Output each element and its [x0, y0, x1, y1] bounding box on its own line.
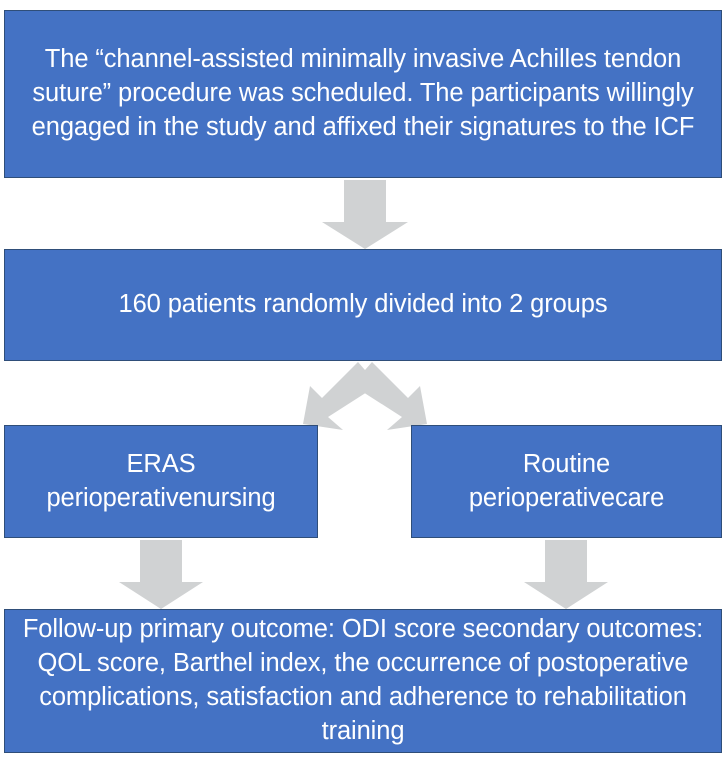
- flow-node-randomization: 160 patients randomly divided into 2 gro…: [4, 249, 722, 361]
- flow-node-group-eras: ERAS perioperativenursing: [4, 425, 318, 538]
- down-arrow-icon-enrollment-to-randomization: [322, 180, 408, 249]
- flow-node-group-eras-label: ERAS perioperativenursing: [46, 449, 276, 512]
- flow-node-group-routine: Routine perioperativecare: [411, 425, 722, 538]
- flow-node-outcomes-label: Follow-up primary outcome: ODI score sec…: [22, 615, 704, 745]
- down-arrow-icon-routine-to-outcomes: [524, 540, 608, 609]
- flow-node-group-routine-label: Routine perioperativecare: [468, 449, 665, 512]
- diagonal-down-left-arrow-icon-randomization-to-eras: [303, 362, 378, 430]
- flow-node-outcomes: Follow-up primary outcome: ODI score sec…: [4, 609, 722, 753]
- flow-node-enrollment: The “channel-assisted minimally invasive…: [4, 10, 722, 178]
- flow-node-randomization-label: 160 patients randomly divided into 2 gro…: [118, 290, 608, 319]
- down-arrow-icon-eras-to-outcomes: [119, 540, 203, 609]
- diagonal-down-right-arrow-icon-randomization-to-routine: [352, 362, 427, 430]
- flow-node-enrollment-label: The “channel-assisted minimally invasive…: [31, 45, 695, 141]
